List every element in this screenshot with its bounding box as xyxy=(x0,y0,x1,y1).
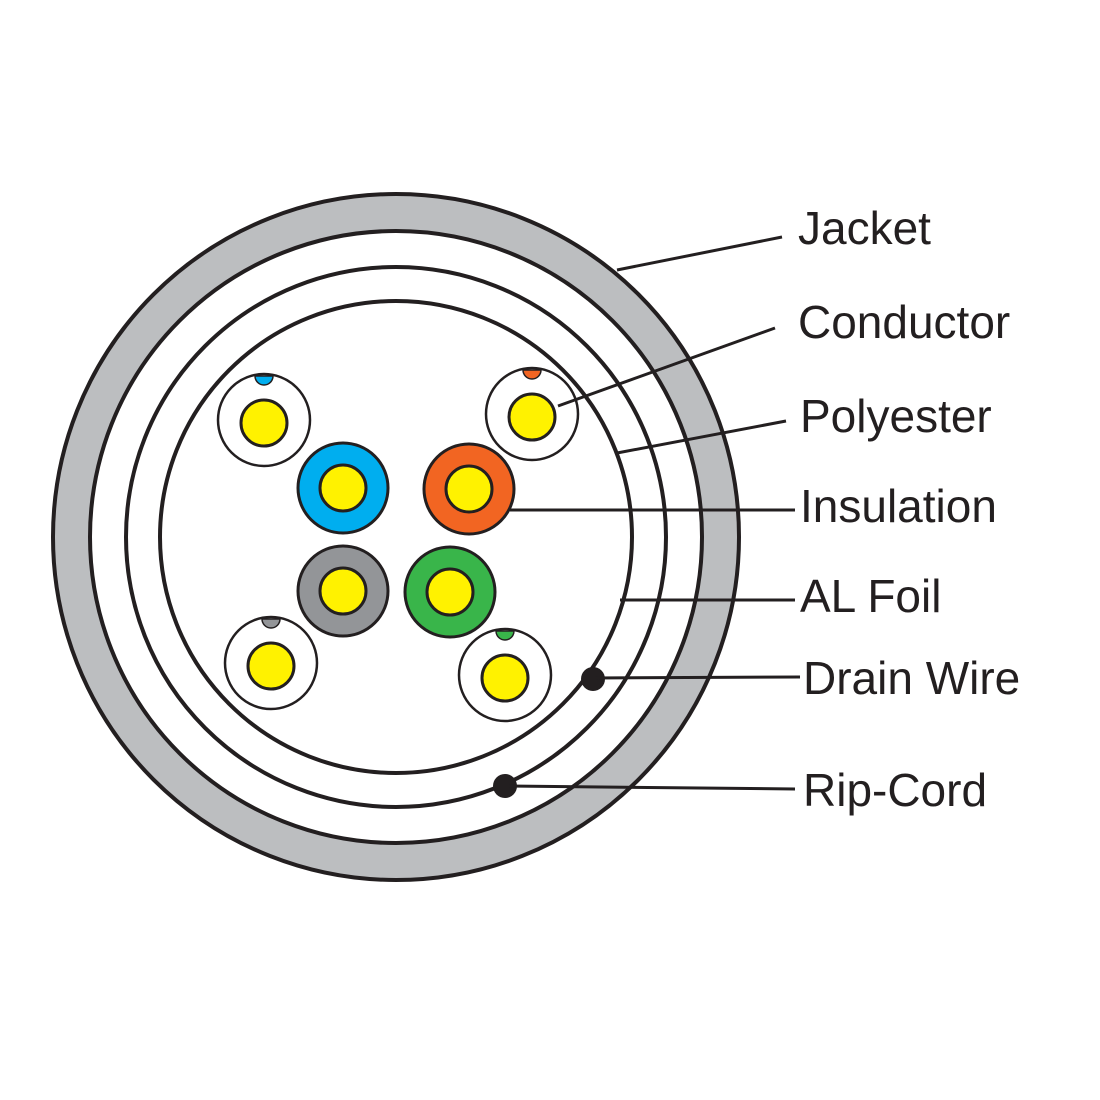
conductor-white-orange xyxy=(507,392,557,442)
label-jacket: Jacket xyxy=(798,202,931,254)
stripe-white-orange xyxy=(522,369,542,380)
al-foil-layer xyxy=(158,299,634,775)
label-rip-cord: Rip-Cord xyxy=(803,764,987,816)
leader-lines xyxy=(504,235,801,791)
leader-line-conductor xyxy=(557,326,776,408)
stripe-white-blue xyxy=(254,375,274,386)
label-conductor: Conductor xyxy=(798,296,1010,348)
leader-line-drain-wire xyxy=(592,675,801,680)
stripe-white-gray xyxy=(261,618,281,629)
leader-line-rip-cord xyxy=(504,784,796,791)
label-polyester: Polyester xyxy=(800,390,992,442)
label-drain-wire: Drain Wire xyxy=(803,652,1020,704)
cable xyxy=(51,192,741,882)
jacket-inner-edge xyxy=(88,229,704,845)
conductor-white-blue xyxy=(239,398,289,448)
conductor-white-green xyxy=(480,653,530,703)
conductor-orange xyxy=(444,464,494,514)
label-insulation: Insulation xyxy=(800,480,997,532)
conductor-green xyxy=(425,567,475,617)
conductor-white-gray xyxy=(246,641,296,691)
leader-line-jacket xyxy=(616,235,783,272)
polyester-layer xyxy=(124,265,668,809)
stripe-white-green xyxy=(495,630,515,641)
label-al-foil: AL Foil xyxy=(800,570,941,622)
conductor-gray xyxy=(318,566,368,616)
drain-wire xyxy=(581,667,605,691)
leader-line-polyester xyxy=(616,419,787,455)
conductor-blue xyxy=(318,463,368,513)
